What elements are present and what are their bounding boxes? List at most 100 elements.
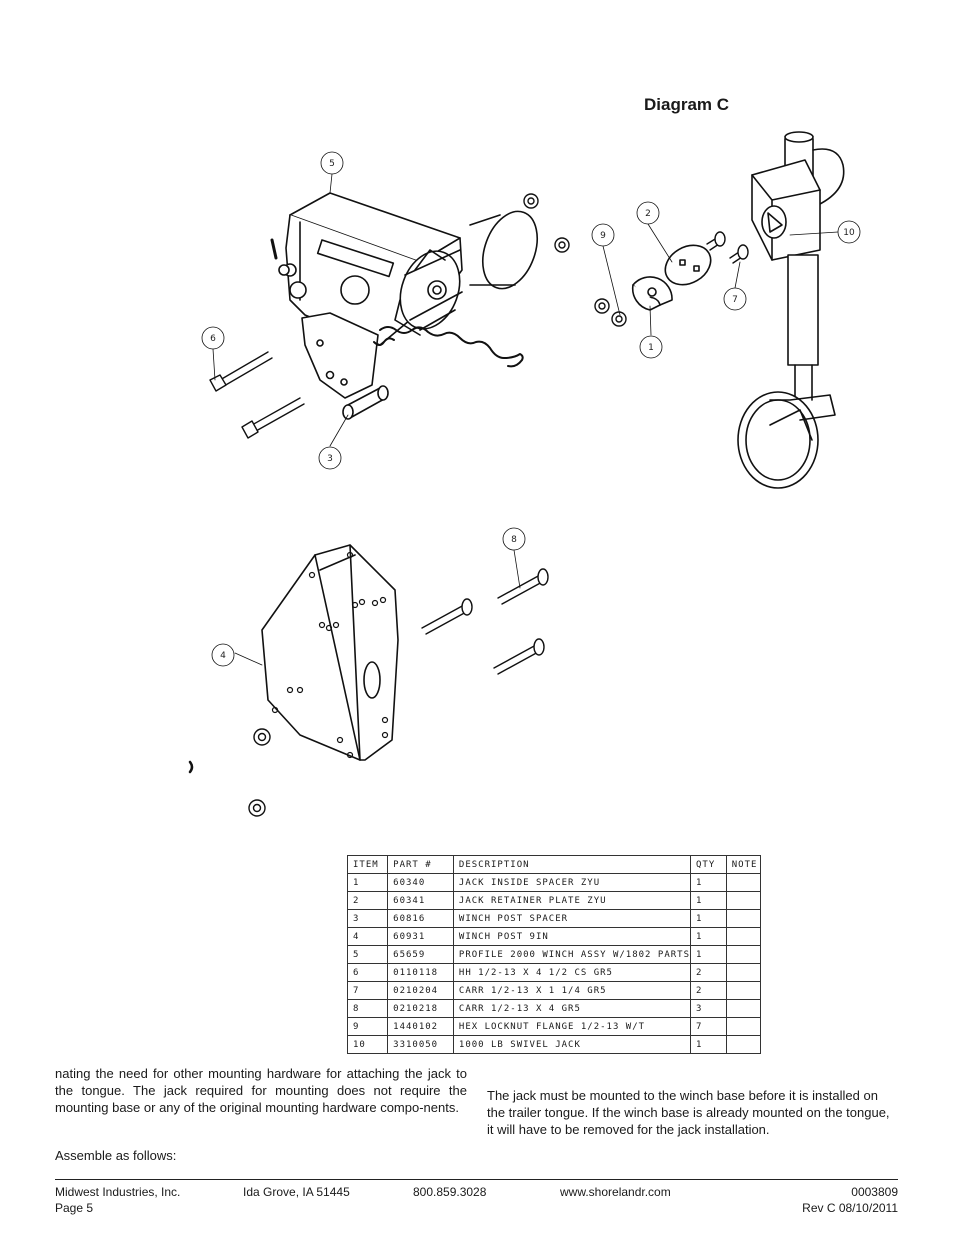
- cell-description: CARR 1/2-13 X 1 1/4 GR5: [452, 981, 692, 1000]
- jack-mounting-paragraph: The jack must be mounted to the winch ba…: [487, 1088, 890, 1137]
- cell-description: HH 1/2-13 X 4 1/2 CS GR5: [452, 963, 692, 982]
- cell-description: PROFILE 2000 WINCH ASSY W/1802 PARTS: [452, 945, 692, 964]
- cell-note: [725, 963, 762, 982]
- callout-3: [318, 446, 342, 470]
- intro-paragraph-left: nating the need for other mounting hardw…: [55, 1066, 467, 1115]
- callout-bubbles: [201, 151, 861, 667]
- header-description: DESCRIPTION: [452, 855, 692, 874]
- callout-6-label: 6: [210, 334, 216, 344]
- cell-note: [725, 1035, 762, 1054]
- callout-leaders: [212, 173, 839, 666]
- cell-note: [725, 873, 762, 892]
- jack-retainer-plate: [664, 244, 712, 286]
- cell-part-number: 0210218: [387, 999, 454, 1018]
- cell-item: 1: [346, 873, 389, 892]
- cell-item: 9: [346, 1017, 389, 1036]
- jack-inside-spacer: [631, 276, 673, 311]
- cell-item: 10: [346, 1035, 389, 1054]
- cell-item: 3: [346, 909, 389, 928]
- callout-8: [502, 527, 526, 551]
- callout-6: [201, 326, 225, 350]
- cell-qty: 1: [690, 873, 727, 892]
- cell-part-number: 0210204: [387, 981, 454, 1000]
- callout-5-label: 5: [329, 159, 335, 169]
- cell-item: 5: [346, 945, 389, 964]
- cell-item: 4: [346, 927, 389, 946]
- callout-7: [723, 287, 747, 311]
- footer-phone: 800.859.3028: [413, 1185, 487, 1199]
- header-qty: QTY: [690, 855, 727, 874]
- cell-item: 8: [346, 999, 389, 1018]
- cell-part-number: 0110118: [387, 963, 454, 982]
- cell-part-number: 60931: [387, 927, 454, 946]
- callout-5: [320, 151, 344, 175]
- cell-part-number: 60340: [387, 873, 454, 892]
- locknut-group-lower: [188, 728, 271, 817]
- cell-item: 7: [346, 981, 389, 1000]
- winch-post: [261, 544, 399, 761]
- footer-page-number: Page 5: [55, 1201, 94, 1215]
- cell-description: WINCH POST SPACER: [452, 909, 692, 928]
- cell-qty: 1: [690, 945, 727, 964]
- header-item: ITEM: [346, 855, 389, 874]
- header-note: NOTE: [725, 855, 762, 874]
- parts-table-header-row: ITEM PART # DESCRIPTION QTY NOTE: [346, 855, 762, 874]
- callout-7-label: 7: [732, 295, 738, 305]
- cell-qty: 1: [690, 927, 727, 946]
- cell-description: 1000 LB SWIVEL JACK: [452, 1035, 692, 1054]
- cell-note: [725, 909, 762, 928]
- cell-part-number: 60816: [387, 909, 454, 928]
- callout-10-label: 10: [843, 228, 855, 238]
- cell-item: 2: [346, 891, 389, 910]
- cell-description: WINCH POST 9IN: [452, 927, 692, 946]
- cell-description: HEX LOCKNUT FLANGE 1/2-13 W/T: [452, 1017, 692, 1036]
- cell-part-number: 3310050: [387, 1035, 454, 1054]
- footer-revision: Rev C 08/10/2011: [802, 1201, 898, 1215]
- carriage-bolts-short: [706, 231, 749, 264]
- cell-part-number: 65659: [387, 945, 454, 964]
- cell-qty: 2: [690, 981, 727, 1000]
- footer-doc-number: 0003809: [851, 1185, 898, 1199]
- footer-website: www.shorelandr.com: [560, 1185, 671, 1199]
- cell-description: CARR 1/2-13 X 4 GR5: [452, 999, 692, 1018]
- cell-item: 6: [346, 963, 389, 982]
- callout-2-label: 2: [645, 209, 651, 219]
- footer-city: Ida Grove, IA 51445: [243, 1185, 350, 1199]
- carriage-bolts-long: [421, 568, 549, 675]
- hex-bolts-long: [209, 351, 305, 439]
- cell-note: [725, 981, 762, 1000]
- callout-10: [837, 220, 861, 244]
- cell-note: [725, 999, 762, 1018]
- cell-note: [725, 891, 762, 910]
- callout-9-label: 9: [600, 231, 606, 241]
- cell-note: [725, 945, 762, 964]
- cell-qty: 1: [690, 909, 727, 928]
- assemble-heading: Assemble as follows:: [55, 1148, 177, 1163]
- callout-9: [591, 223, 615, 247]
- cell-description: JACK RETAINER PLATE ZYU: [452, 891, 692, 910]
- cell-qty: 1: [690, 1035, 727, 1054]
- swivel-jack: [737, 131, 845, 489]
- callout-3-label: 3: [327, 454, 333, 464]
- callout-1-label: 1: [648, 343, 654, 353]
- cell-description: JACK INSIDE SPACER ZYU: [452, 873, 692, 892]
- cell-part-number: 60341: [387, 891, 454, 910]
- callout-4: [211, 643, 235, 667]
- cell-qty: 7: [690, 1017, 727, 1036]
- exploded-parts-diagram: 5 2 9 10 7 1 6 3 8 4: [188, 131, 861, 817]
- winch-post-spacer: [342, 385, 389, 420]
- cell-qty: 2: [690, 963, 727, 982]
- footer-company: Midwest Industries, Inc.: [55, 1185, 181, 1199]
- callout-2: [636, 201, 660, 225]
